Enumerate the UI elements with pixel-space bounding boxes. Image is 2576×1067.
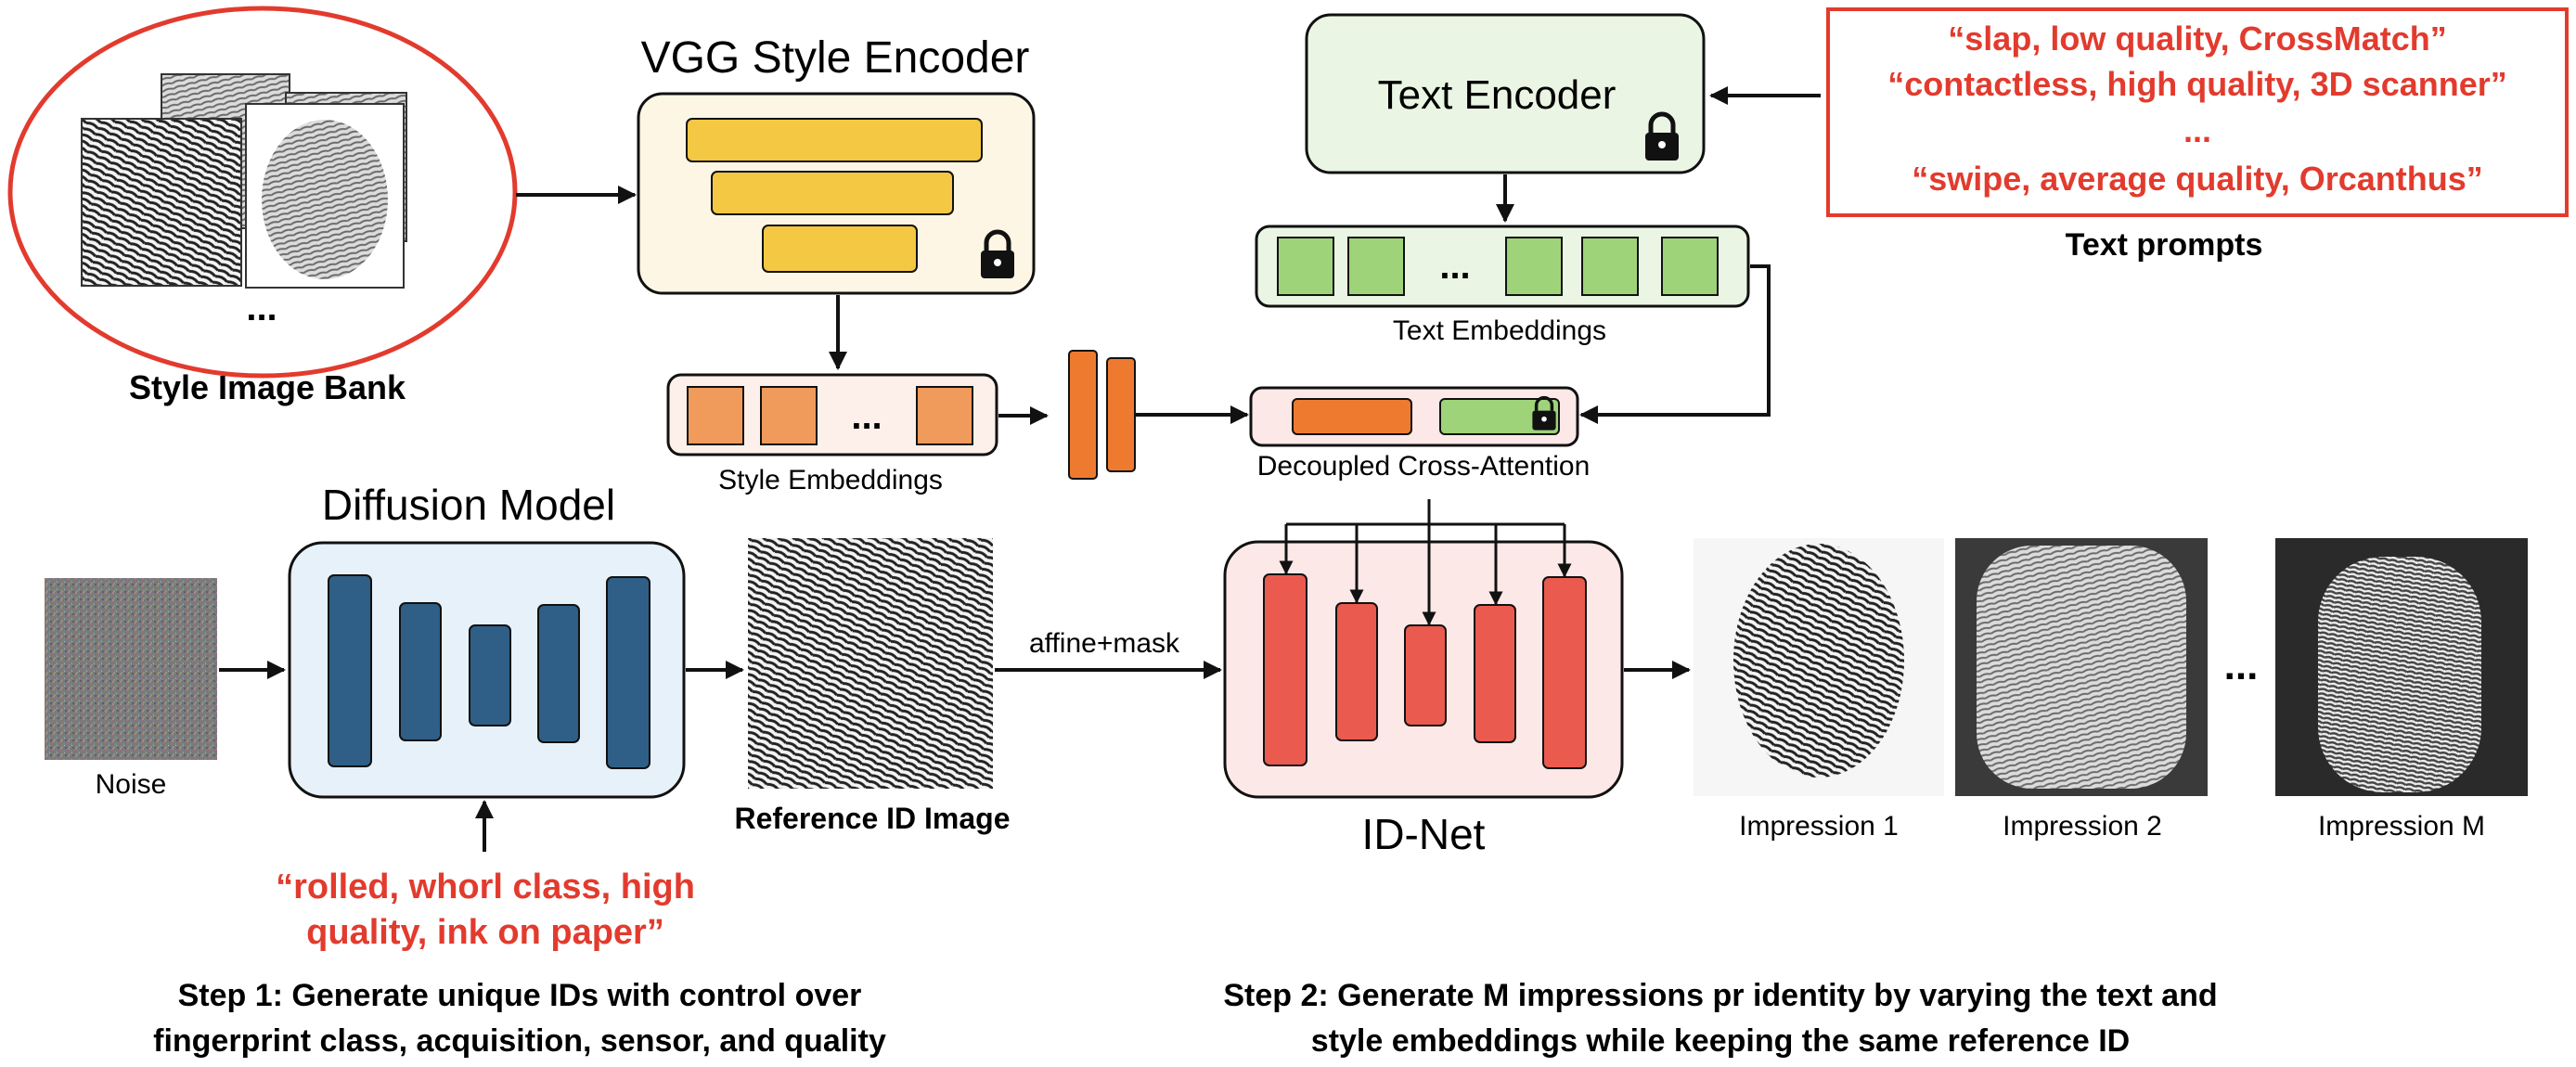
impressions-ellipsis: ...	[2224, 643, 2259, 688]
text-embedding-ellipsis: ...	[1439, 246, 1470, 287]
cross-attention-fanout	[1279, 499, 1572, 626]
vgg-layer-bar	[686, 118, 983, 162]
step2-caption-line: style embeddings while keeping the same …	[1311, 1023, 2130, 1059]
text-prompts-label: Text prompts	[2066, 227, 2263, 263]
style-embeddings-block: ...	[666, 373, 998, 456]
text-embedding-cell	[1661, 237, 1719, 296]
noise-image	[45, 578, 217, 760]
style-embedding-cell	[916, 386, 973, 445]
text-embedding-cell	[1505, 237, 1563, 296]
style-image-bank: ...	[7, 6, 518, 379]
diffusion-title: Diffusion Model	[322, 481, 615, 529]
style-embedding-ellipsis: ...	[851, 396, 882, 437]
text-encoder-block	[1305, 13, 1706, 174]
projector-bar	[1068, 350, 1098, 480]
idnet-layer-bar	[1404, 624, 1447, 726]
cross-attn-text-bar	[1439, 398, 1560, 435]
text-encoder-title: Text Encoder	[1378, 72, 1616, 118]
text-prompts-box: “slap, low quality, CrossMatch” “contact…	[1826, 7, 2569, 217]
text-embedding-cell	[1277, 237, 1334, 296]
diffusion-model-block	[288, 541, 686, 799]
text-embeddings-block: ...	[1255, 225, 1750, 308]
lock-icon	[1645, 111, 1679, 161]
vgg-layer-bar	[711, 171, 954, 215]
text-prompt-line: “swipe, average quality, Orcanthus”	[1912, 160, 2483, 198]
impression-image	[1694, 538, 1944, 796]
idnet-block	[1223, 540, 1624, 799]
text-prompt-line: “slap, low quality, CrossMatch”	[1948, 19, 2446, 58]
cross-attn-style-bar	[1292, 398, 1412, 435]
diffusion-layer-bar	[606, 576, 650, 769]
text-embedding-cell	[1581, 237, 1639, 296]
reference-id-label: Reference ID Image	[734, 802, 1010, 835]
impression-image	[1955, 538, 2208, 796]
style-bank-ellipsis: ...	[246, 288, 277, 328]
noise-label: Noise	[96, 769, 167, 800]
impression-label: Impression 1	[1739, 811, 1899, 842]
step1-caption-line: Step 1: Generate unique IDs with control…	[178, 978, 862, 1013]
step2-caption-line: Step 2: Generate M impressions pr identi…	[1223, 978, 2217, 1013]
lock-icon	[981, 229, 1014, 278]
idnet-layer-bar	[1263, 573, 1307, 766]
impression-label: Impression 2	[2003, 811, 2162, 842]
idnet-title: ID-Net	[1362, 810, 1486, 858]
style-embedding-cell	[687, 386, 744, 445]
projector-bar	[1106, 357, 1136, 472]
diffusion-layer-bar	[399, 602, 442, 741]
impression-image	[2275, 538, 2528, 796]
text-prompt-line: “contactless, high quality, 3D scanner”	[1887, 65, 2507, 103]
diffusion-prompt-line: quality, ink on paper”	[306, 913, 664, 952]
fingerprint-thumb	[262, 120, 388, 279]
vgg-title: VGG Style Encoder	[641, 33, 1030, 83]
idnet-layer-bar	[1542, 576, 1587, 769]
cross-attention-block	[1249, 386, 1579, 447]
style-embedding-cell	[760, 386, 818, 445]
style-bank-label: Style Image Bank	[129, 368, 406, 406]
style-projector	[1068, 350, 1136, 480]
fingerprint-thumb	[81, 118, 242, 287]
vgg-layer-bar	[762, 225, 918, 273]
diffusion-prompt-line: “rolled, whorl class, high	[276, 868, 695, 906]
lock-icon	[1532, 395, 1556, 431]
diffusion-layer-bar	[537, 604, 580, 743]
step1-caption-line: fingerprint class, acquisition, sensor, …	[153, 1023, 886, 1059]
text-embeddings-label: Text Embeddings	[1393, 315, 1606, 346]
text-embedding-cell	[1347, 237, 1405, 296]
diffusion-layer-bar	[328, 574, 372, 767]
diffusion-layer-bar	[469, 624, 511, 726]
reference-id-image	[748, 538, 993, 789]
vgg-encoder-block	[637, 92, 1036, 295]
impression-label: Impression M	[2318, 811, 2485, 842]
arrow-text-emb-to-cross-attn	[1579, 264, 1771, 424]
idnet-layer-bar	[1335, 602, 1378, 741]
idnet-layer-bar	[1474, 604, 1516, 743]
text-prompt-line: ...	[2183, 111, 2211, 149]
style-embeddings-label: Style Embeddings	[718, 465, 943, 495]
cross-attention-label: Decoupled Cross-Attention	[1257, 451, 1591, 482]
affine-mask-label: affine+mask	[1029, 628, 1180, 659]
